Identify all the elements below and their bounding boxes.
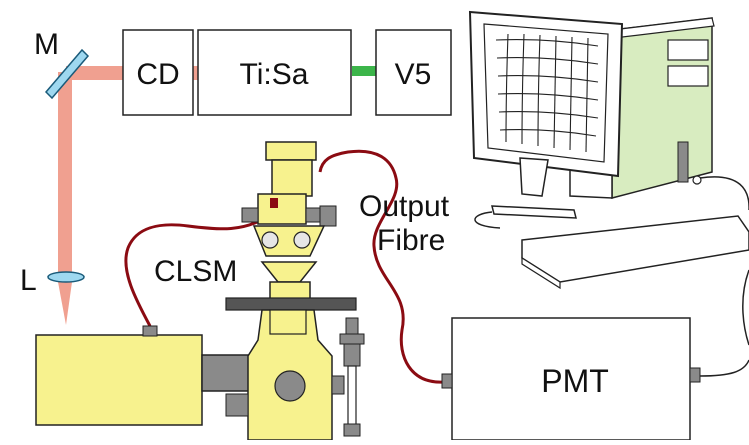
lens-icon [47,271,85,283]
cd-label: CD [136,58,179,91]
screen-grid [495,33,599,153]
output-fibre-label-line2: Fibre [377,224,445,257]
microscope-icon [225,141,365,441]
beam-vertical [58,72,72,272]
tisa-label: Ti:Sa [240,58,309,91]
input-fibre [124,214,269,327]
lens-label: L [20,264,37,297]
pump-beam [352,66,376,76]
mirror-icon [44,48,90,100]
pmt-output-port [689,367,701,383]
pmt-input-port [441,373,453,389]
computer-icon [468,10,749,346]
cd-box [122,29,194,116]
pmt-label: PMT [541,363,609,399]
v5-box [375,29,452,116]
laser-head-icon [35,325,255,426]
tisa-box [197,29,352,116]
beam-horizontal [66,66,124,80]
clsm-label: CLSM [154,255,237,288]
mirror-label: M [34,28,59,61]
beam-focused-cone [58,282,72,325]
output-fibre-label-line1: Output [359,190,450,223]
laser-beam-path [58,66,376,325]
output-fibre [318,149,445,384]
pmt-box [451,317,691,441]
beam-cd-tisa [190,66,200,80]
v5-label: V5 [395,58,432,91]
pmt-cable [699,359,749,377]
